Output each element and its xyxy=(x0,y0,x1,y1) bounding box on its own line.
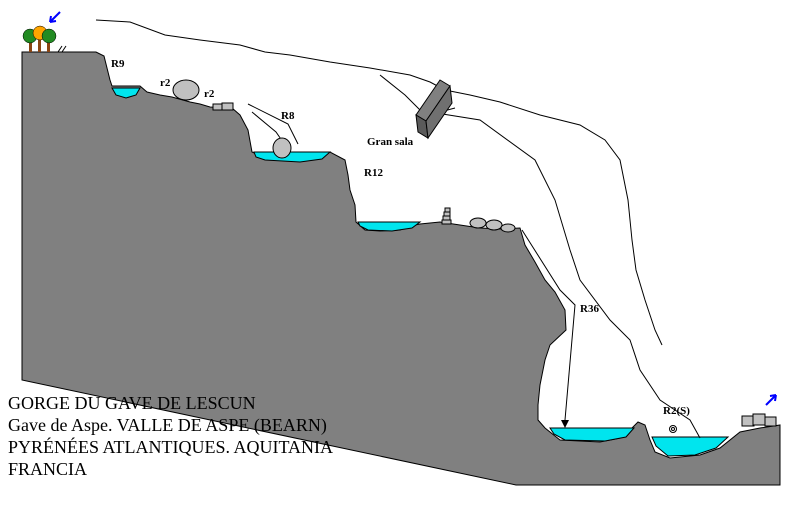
label-r2: r2 xyxy=(204,88,215,100)
pool-r8 xyxy=(253,151,332,163)
label-r2s: R2(S) xyxy=(663,405,690,417)
boulder xyxy=(741,415,755,427)
trees-icon xyxy=(22,25,67,53)
topo-title: GORGE DU GAVE DE LESCUN Gave de Aspe. VA… xyxy=(8,392,333,480)
boulder xyxy=(212,103,223,111)
boulder xyxy=(485,219,503,231)
boulder xyxy=(469,217,487,229)
title-line: Gave de Aspe. VALLE DE ASPE (BEARN) xyxy=(8,415,327,435)
boulder xyxy=(752,413,766,426)
label-r12: R12 xyxy=(364,167,383,179)
boulder xyxy=(272,137,292,159)
anchor-marker-icon xyxy=(669,425,677,433)
canyon-wall-line xyxy=(429,111,701,439)
canyon-wall-line xyxy=(95,19,446,91)
pool-r12 xyxy=(357,221,422,232)
label-r36: R36 xyxy=(580,303,599,315)
title-line: GORGE DU GAVE DE LESCUN xyxy=(8,393,256,413)
pool-r2s xyxy=(651,436,730,457)
canyon-wall-line xyxy=(444,89,663,346)
rope-arrowhead xyxy=(561,420,569,428)
pool-r36 xyxy=(549,427,636,442)
rock-stack xyxy=(441,207,452,225)
label-gran-sala: Gran sala xyxy=(367,136,414,148)
boulder xyxy=(221,102,234,111)
rope-r36 xyxy=(521,229,576,421)
title-line: FRANCIA xyxy=(8,459,88,479)
label-r2: r2 xyxy=(160,77,171,89)
pool-r9 xyxy=(111,87,141,99)
arrow-up-right-icon xyxy=(765,394,777,406)
title-line: PYRÉNÉES ATLANTIQUES. AQUITANIA xyxy=(8,437,334,457)
label-r9: R9 xyxy=(111,58,125,70)
arrow-down-left-icon xyxy=(49,11,61,23)
rope-r8 xyxy=(247,103,299,145)
chockstone-block xyxy=(425,84,453,140)
boulder xyxy=(764,416,777,427)
boulder xyxy=(500,223,516,233)
label-r8: R8 xyxy=(281,110,295,122)
boulder xyxy=(172,79,200,101)
